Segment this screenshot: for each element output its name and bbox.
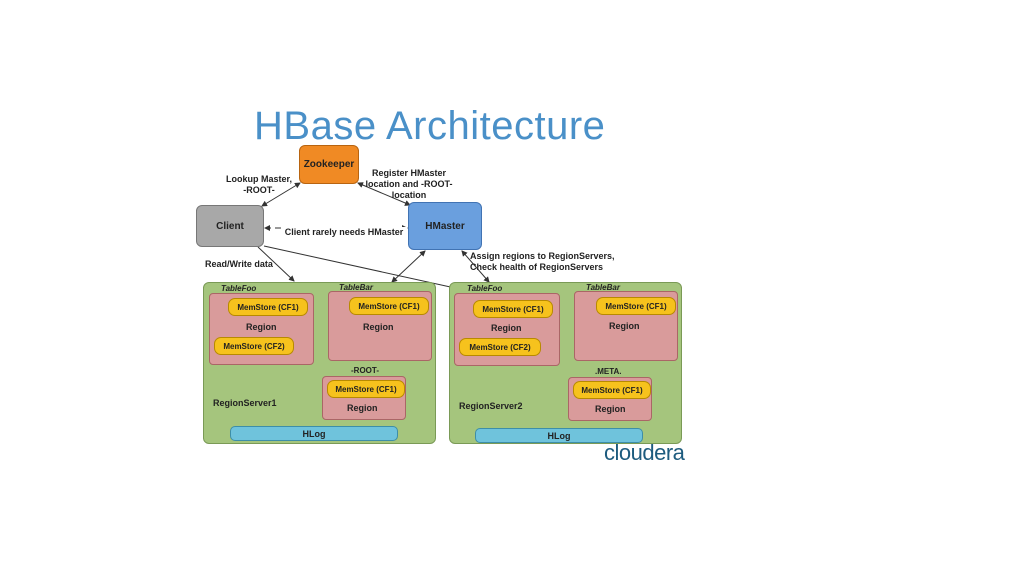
hlog: HLog xyxy=(475,428,643,443)
cloudera-logo: cloudera xyxy=(604,440,685,465)
assign-label: Assign regions to RegionServers, Check h… xyxy=(470,251,615,272)
tablefoo-label: TableFoo xyxy=(467,284,503,293)
rarely-label: Client rarely needs HMaster xyxy=(281,227,407,238)
hmaster-node: HMaster xyxy=(408,202,482,250)
memstore-cf1: MemStore (CF1) xyxy=(573,381,651,399)
memstore-cf2: MemStore (CF2) xyxy=(459,338,541,356)
hmaster-rs2-edge xyxy=(461,250,490,283)
region-tablebar: MemStore (CF1) Region xyxy=(328,291,432,361)
register-label: Register HMaster location and -ROOT- loc… xyxy=(365,168,453,200)
client-zookeeper-edge xyxy=(261,182,301,207)
tablebar-label: TableBar xyxy=(339,283,373,292)
hmaster-rs1-edge xyxy=(391,250,426,283)
regionserver1-name: RegionServer1 xyxy=(213,398,277,408)
readwrite-label: Read/Write data xyxy=(205,259,273,269)
regionserver1: TableFoo TableBar MemStore (CF1) Region … xyxy=(203,282,436,444)
tablebar-label: TableBar xyxy=(586,283,620,292)
zookeeper-hmaster-edge xyxy=(357,182,411,206)
zookeeper-node: Zookeeper xyxy=(299,145,359,184)
region-tablefoo: MemStore (CF1) Region MemStore (CF2) xyxy=(454,293,560,366)
region-label: Region xyxy=(246,322,277,332)
region-label: Region xyxy=(491,323,522,333)
region-label: Region xyxy=(347,403,378,413)
client-node: Client xyxy=(196,205,264,247)
memstore-cf1: MemStore (CF1) xyxy=(349,297,429,315)
regionserver2: TableFoo TableBar MemStore (CF1) Region … xyxy=(449,282,682,444)
region-tablebar: MemStore (CF1) Region xyxy=(574,291,678,361)
region-meta: MemStore (CF1) Region xyxy=(568,377,652,421)
tablefoo-label: TableFoo xyxy=(221,284,257,293)
root-label: -ROOT- xyxy=(351,366,379,375)
region-label: Region xyxy=(595,404,626,414)
region-label: Region xyxy=(363,322,394,332)
memstore-cf1: MemStore (CF1) xyxy=(473,300,553,318)
region-label: Region xyxy=(609,321,640,331)
memstore-cf1: MemStore (CF1) xyxy=(596,297,676,315)
lookup-label: Lookup Master, -ROOT- xyxy=(225,174,292,195)
region-root: MemStore (CF1) Region xyxy=(322,376,406,420)
client-rs1-edge xyxy=(257,246,295,282)
page-title: HBase Architecture xyxy=(254,104,606,148)
region-tablefoo: MemStore (CF1) Region MemStore (CF2) xyxy=(209,293,314,365)
hlog: HLog xyxy=(230,426,398,441)
memstore-cf1: MemStore (CF1) xyxy=(327,380,405,398)
meta-label: .META. xyxy=(595,367,622,376)
memstore-cf1: MemStore (CF1) xyxy=(228,298,308,316)
regionserver2-name: RegionServer2 xyxy=(459,401,523,411)
memstore-cf2: MemStore (CF2) xyxy=(214,337,294,355)
